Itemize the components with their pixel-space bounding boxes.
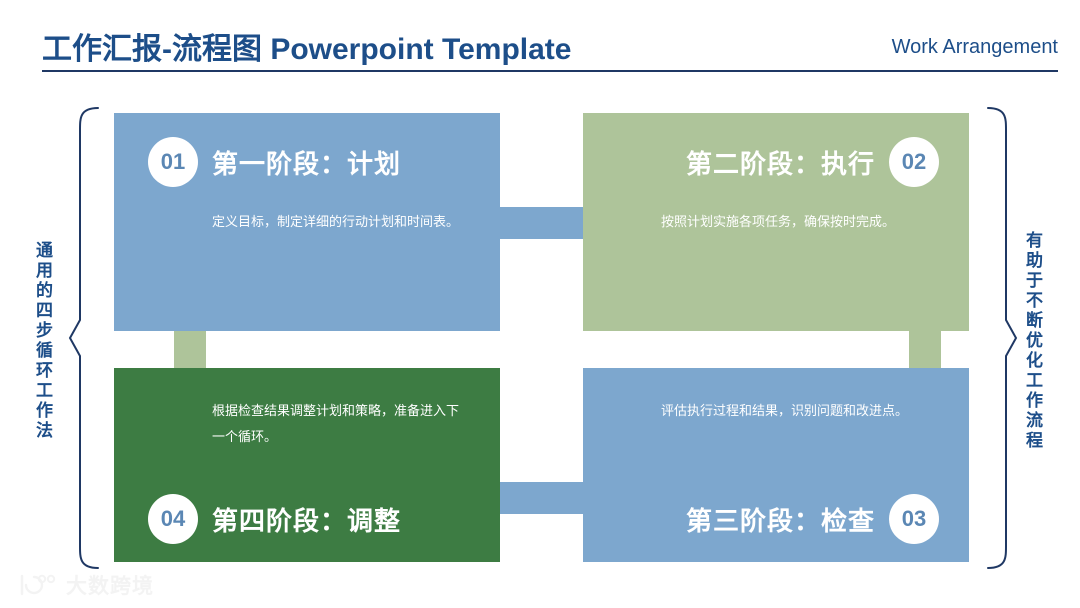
card-04-header: 04 第四阶段：调整 [148, 494, 401, 544]
card-04-body: 根据检查结果调整计划和策略，准备进入下一个循环。 [212, 403, 460, 444]
card-01-title: 第一阶段：计划 [212, 148, 402, 179]
card-03-number-badge: 03 [889, 494, 939, 544]
stage-card-01[interactable]: 01 第一阶段：计划 定义目标，制定详细的行动计划和时间表。 [114, 113, 500, 331]
right-bracket-icon [984, 106, 1018, 570]
card-02-body: 按照计划实施各项任务，确保按时完成。 [661, 214, 896, 229]
arrow-1-to-2 [420, 185, 648, 261]
card-01-body: 定义目标，制定详细的行动计划和时间表。 [212, 214, 460, 229]
card-01-header: 01 第一阶段：计划 [148, 137, 401, 187]
stage-card-03[interactable]: 评估执行过程和结果，识别问题和改进点。 第三阶段：检查 03 [583, 368, 969, 562]
card-02-number-badge: 02 [889, 137, 939, 187]
left-bracket-icon [68, 106, 102, 570]
card-02-header: 第二阶段：执行 02 [686, 137, 939, 187]
side-label-left: 通用的四步循环工作法 [33, 241, 52, 441]
stage-card-02[interactable]: 第二阶段：执行 02 按照计划实施各项任务，确保按时完成。 [583, 113, 969, 331]
watermark-text: 大数跨境 [66, 575, 154, 598]
arrow-3-to-4 [437, 460, 665, 536]
arrow-2-to-3 [887, 258, 963, 456]
page-subtitle: Work Arrangement [891, 36, 1058, 58]
page-title: 工作汇报-流程图 Powerpoint Template [42, 33, 572, 66]
card-03-title: 第三阶段：检查 [685, 505, 875, 536]
card-03-body: 评估执行过程和结果，识别问题和改进点。 [661, 403, 909, 418]
stage-card-04[interactable]: 根据检查结果调整计划和策略，准备进入下一个循环。 04 第四阶段：调整 [114, 368, 500, 562]
header-divider [42, 70, 1058, 72]
logo-mark-icon [20, 574, 56, 596]
card-04-number-badge: 04 [148, 494, 198, 544]
diagram-stage: 通用的四步循环工作法 有助于不断优化工作流程 01 第一阶段：计划 定义目标，制… [0, 78, 1080, 608]
side-label-right: 有助于不断优化工作流程 [1023, 231, 1042, 451]
watermark: 大数跨境 [18, 570, 154, 600]
card-04-title: 第四阶段：调整 [212, 505, 402, 536]
arrow-4-to-1 [152, 250, 228, 448]
card-03-header: 第三阶段：检查 03 [686, 494, 939, 544]
card-01-number-badge: 01 [148, 137, 198, 187]
card-02-title: 第二阶段：执行 [685, 148, 875, 179]
page-header: 工作汇报-流程图 Powerpoint Template Work Arrang… [0, 0, 1080, 78]
